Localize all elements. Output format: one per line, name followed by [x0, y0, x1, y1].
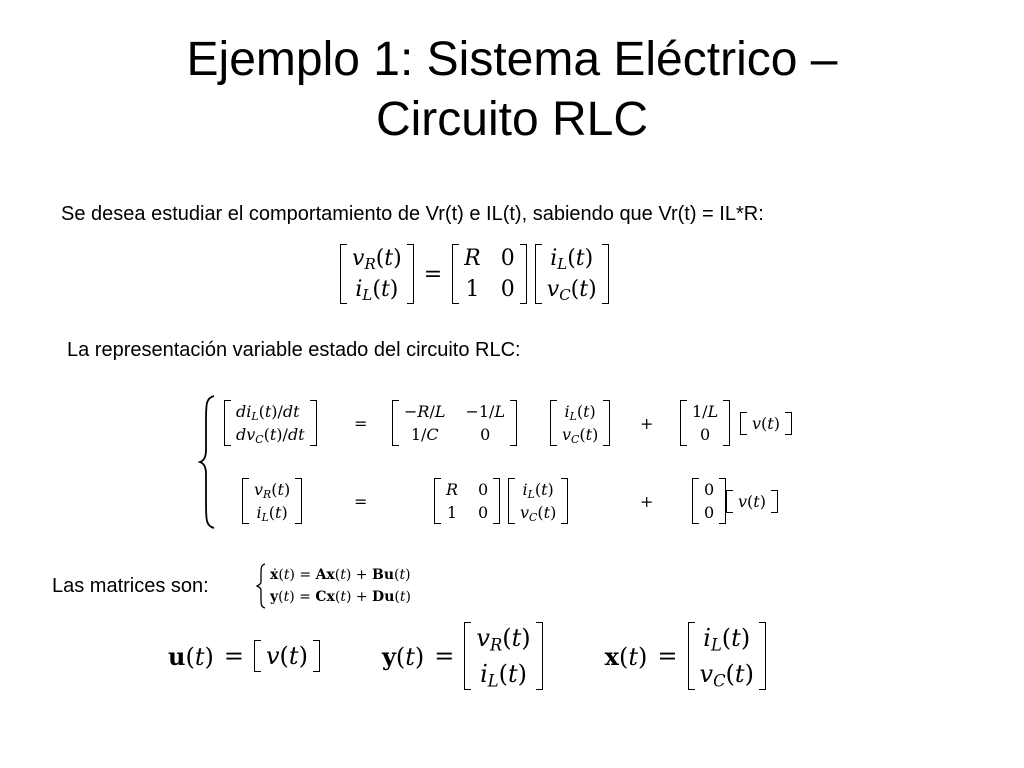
vector-definitions: u(t)= v(t) y(t)= vR(t)iL(t) x(t)= iL(t)v…: [168, 622, 766, 690]
representation-text: La representación variable estado del ci…: [67, 339, 521, 361]
state-vector-def: iL(t)vC(t): [687, 622, 766, 690]
left-brace-icon: [198, 395, 215, 529]
state-vector: iL(t)vC(t): [534, 244, 609, 304]
slide-title: Ejemplo 1: Sistema Eléctrico – Circuito …: [0, 30, 1024, 150]
output-vector-def: vR(t)iL(t): [464, 622, 543, 690]
title-line-2: Circuito RLC: [375, 93, 649, 146]
small-brace-icon: [256, 563, 266, 609]
input-vector: v(t): [253, 640, 320, 672]
output-vector: vR(t)iL(t): [340, 244, 414, 304]
matrices-label: Las matrices son:: [52, 575, 209, 597]
title-line-1: Ejemplo 1: Sistema Eléctrico –: [186, 33, 838, 86]
intro-text: Se desea estudiar el comportamiento de V…: [61, 203, 764, 225]
general-state-space-form: ẋ(t) = Ax(t) + Bu(t) y(t) = Cx(t) + Du(…: [256, 562, 411, 610]
